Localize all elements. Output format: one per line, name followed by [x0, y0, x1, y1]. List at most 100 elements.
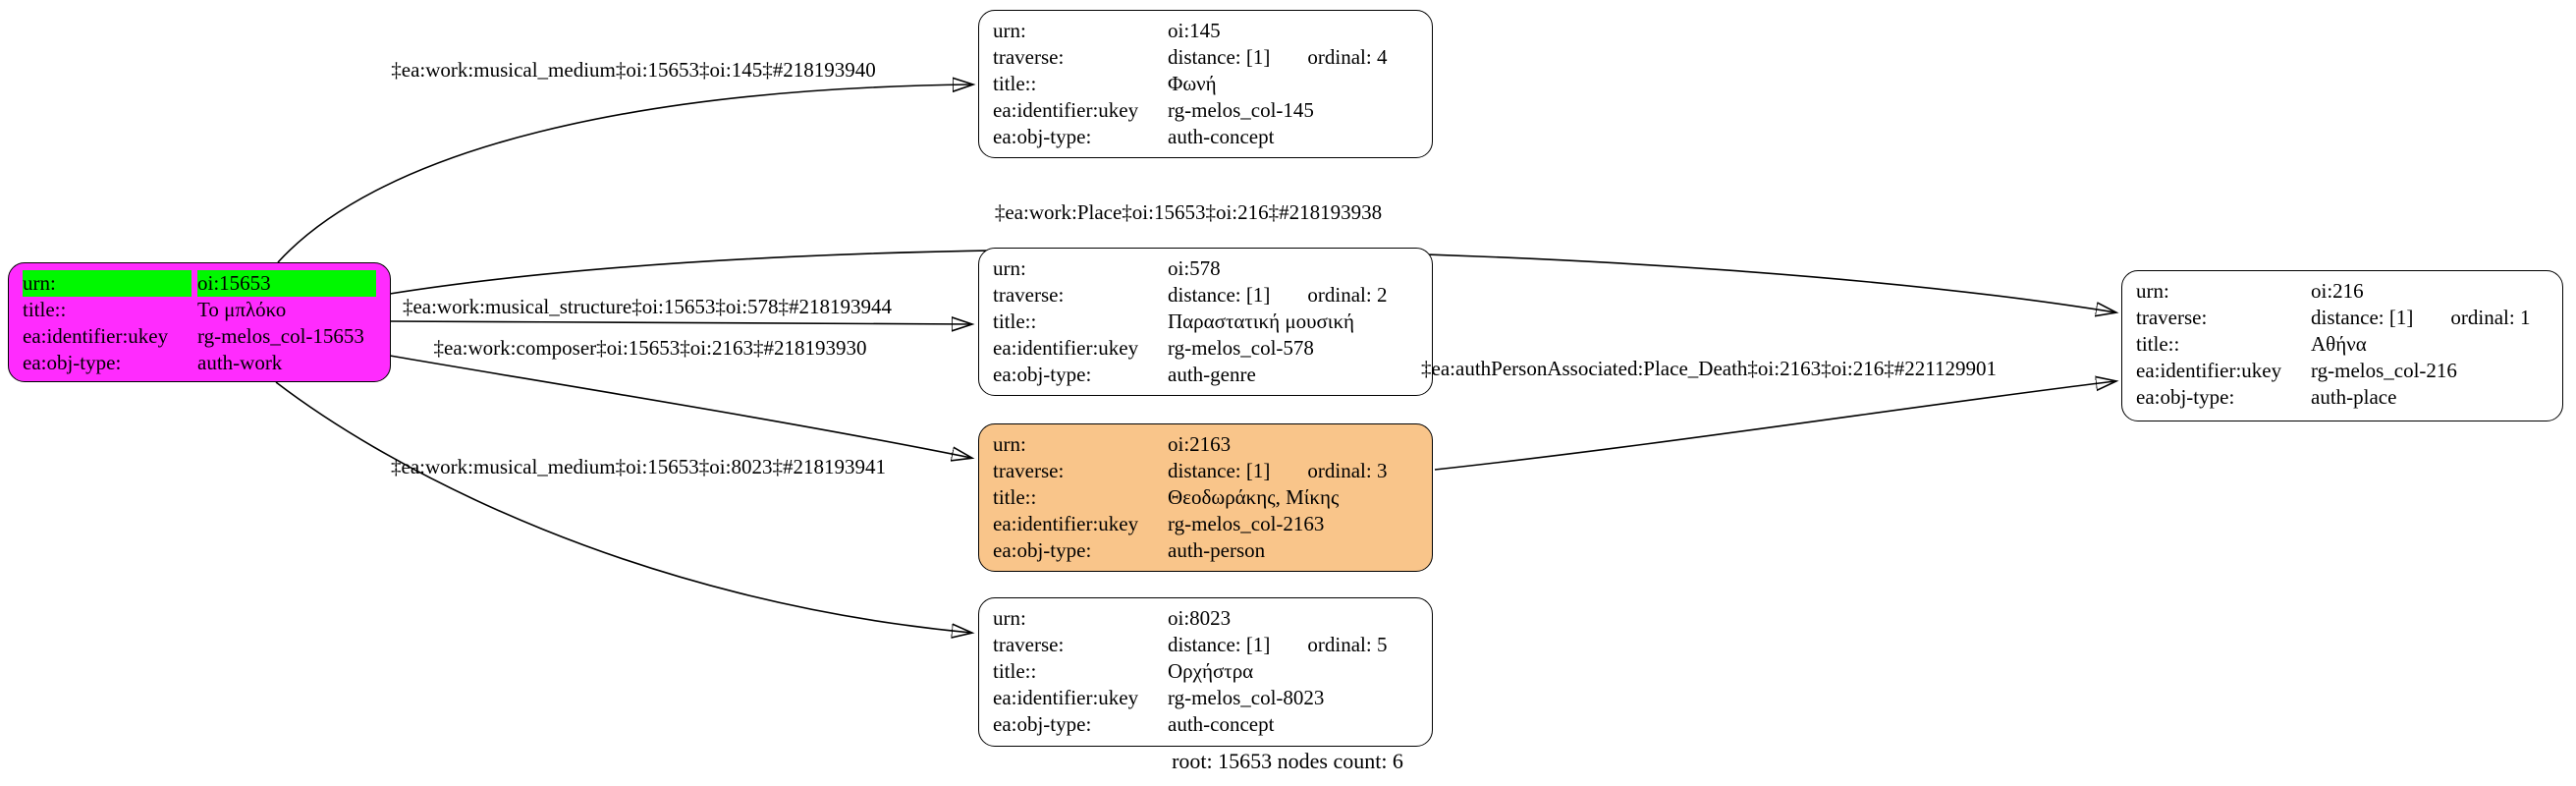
row-value: rg-melos_col-578	[1168, 336, 1314, 360]
edge-composer-2163	[389, 355, 971, 458]
row-key: ea:identifier:ukey	[993, 512, 1139, 535]
row-value: Ορχήστρα	[1168, 659, 1254, 683]
row-key: traverse:	[993, 45, 1065, 69]
node-oi-8023: urn: oi:8023 traverse: distance: [1] ord…	[978, 597, 1433, 747]
row-key: traverse:	[993, 283, 1065, 307]
node-row-objtype: ea:obj-type: auth-person	[993, 537, 1418, 564]
node-row-title: title:: Θεοδωράκης, Μίκης	[993, 484, 1418, 511]
row-value: rg-melos_col-8023	[1168, 686, 1325, 709]
row-value: auth-concept	[1168, 125, 1275, 148]
row-value-ordinal: ordinal: 3	[1307, 459, 1388, 482]
row-key: traverse:	[993, 459, 1065, 482]
row-value: distance: [1]	[1168, 459, 1271, 482]
node-row-identifier: ea:identifier:ukey rg-melos_col-15653	[23, 323, 376, 350]
node-row-identifier: ea:identifier:ukey rg-melos_col-145	[993, 97, 1418, 124]
row-key: ea:identifier:ukey	[993, 686, 1139, 709]
graph-footer-caption: root: 15653 nodes count: 6	[1172, 749, 1403, 773]
node-row-objtype: ea:obj-type: auth-concept	[993, 711, 1418, 738]
row-key: ea:obj-type:	[993, 125, 1092, 148]
edge-place-death-216	[1434, 381, 2115, 471]
node-row-identifier: ea:identifier:ukey rg-melos_col-216	[2136, 358, 2549, 384]
edge-musical-structure-578	[389, 321, 971, 324]
row-key: urn:	[993, 606, 1026, 630]
row-value: distance: [1]	[1168, 45, 1271, 69]
node-row-identifier: ea:identifier:ukey rg-melos_col-8023	[993, 685, 1418, 711]
edge-label-musical-medium-145: ‡ea:work:musical_medium‡oi:15653‡oi:145‡…	[391, 58, 876, 82]
row-key: urn:	[23, 270, 192, 297]
edge-musical-medium-145	[277, 84, 972, 263]
row-key: ea:identifier:ukey	[2136, 359, 2282, 382]
row-value: Αθήνα	[2311, 332, 2367, 356]
node-row-identifier: ea:identifier:ukey rg-melos_col-578	[993, 335, 1418, 362]
row-key: urn:	[2136, 279, 2169, 303]
row-value: oi:216	[2311, 279, 2364, 303]
row-value: distance: [1]	[1168, 283, 1271, 307]
row-value: rg-melos_col-2163	[1168, 512, 1325, 535]
row-value: auth-work	[197, 351, 283, 374]
node-oi-578: urn: oi:578 traverse: distance: [1] ordi…	[978, 248, 1433, 396]
node-row-identifier: ea:identifier:ukey rg-melos_col-2163	[993, 511, 1418, 537]
node-oi-2163: urn: oi:2163 traverse: distance: [1] ord…	[978, 423, 1433, 572]
row-value: oi:145	[1168, 19, 1221, 42]
edge-label-musical-structure-578: ‡ea:work:musical_structure‡oi:15653‡oi:5…	[402, 295, 893, 318]
row-value: oi:15653	[197, 270, 376, 297]
row-value: rg-melos_col-145	[1168, 98, 1314, 122]
node-row-urn: urn: oi:2163	[993, 431, 1418, 458]
row-key: urn:	[993, 19, 1026, 42]
node-row-objtype: ea:obj-type: auth-genre	[993, 362, 1418, 388]
row-key: title::	[2136, 332, 2180, 356]
node-row-urn: urn: oi:216	[2136, 278, 2549, 305]
row-value-ordinal: ordinal: 4	[1307, 45, 1388, 69]
row-key: traverse:	[2136, 306, 2208, 329]
row-key: ea:identifier:ukey	[993, 336, 1139, 360]
row-value: auth-genre	[1168, 363, 1256, 386]
row-value-ordinal: ordinal: 5	[1307, 633, 1388, 656]
row-key: title::	[23, 298, 67, 321]
row-key: ea:obj-type:	[2136, 385, 2235, 409]
row-key: ea:obj-type:	[993, 538, 1092, 562]
row-key: title::	[993, 485, 1037, 509]
node-row-traverse: traverse: distance: [1] ordinal: 3	[993, 458, 1418, 484]
node-row-objtype: ea:obj-type: auth-concept	[993, 124, 1418, 150]
edge-label-musical-medium-8023: ‡ea:work:musical_medium‡oi:15653‡oi:8023…	[391, 455, 886, 478]
row-key: title::	[993, 72, 1037, 95]
node-oi-15653: urn: oi:15653 title:: Το μπλόκο ea:ident…	[8, 262, 391, 382]
node-row-objtype: ea:obj-type: auth-place	[2136, 384, 2549, 411]
edge-label-place-death-216: ‡ea:authPersonAssociated:Place_Death‡oi:…	[1421, 357, 1997, 380]
node-oi-216: urn: oi:216 traverse: distance: [1] ordi…	[2121, 270, 2563, 421]
row-key: ea:identifier:ukey	[23, 324, 169, 348]
row-value: auth-person	[1168, 538, 1266, 562]
node-row-objtype: ea:obj-type: auth-work	[23, 350, 376, 376]
edge-musical-medium-8023	[275, 381, 971, 633]
row-value: Φωνή	[1168, 72, 1217, 95]
row-value: auth-concept	[1168, 712, 1275, 736]
node-row-title: title:: Το μπλόκο	[23, 297, 376, 323]
row-key: traverse:	[993, 633, 1065, 656]
row-key: ea:obj-type:	[23, 351, 122, 374]
node-row-title: title:: Ορχήστρα	[993, 658, 1418, 685]
row-value: rg-melos_col-216	[2311, 359, 2457, 382]
node-row-urn: urn: oi:8023	[993, 605, 1418, 632]
row-value: distance: [1]	[2311, 306, 2414, 329]
row-value: distance: [1]	[1168, 633, 1271, 656]
row-value: oi:578	[1168, 256, 1221, 280]
edge-label-composer-2163: ‡ea:work:composer‡oi:15653‡oi:2163‡#2181…	[433, 336, 867, 360]
row-value: auth-place	[2311, 385, 2397, 409]
node-row-traverse: traverse: distance: [1] ordinal: 4	[993, 44, 1418, 71]
node-row-traverse: traverse: distance: [1] ordinal: 1	[2136, 305, 2549, 331]
row-value: oi:2163	[1168, 432, 1232, 456]
row-value-ordinal: ordinal: 2	[1307, 283, 1388, 307]
node-row-urn: urn: oi:145	[993, 18, 1418, 44]
edge-label-place-216: ‡ea:work:Place‡oi:15653‡oi:216‡#21819393…	[994, 200, 1383, 224]
node-row-traverse: traverse: distance: [1] ordinal: 5	[993, 632, 1418, 658]
node-row-urn: urn: oi:15653	[23, 270, 376, 297]
row-key: ea:obj-type:	[993, 712, 1092, 736]
node-row-title: title:: Παραστατική μουσική	[993, 309, 1418, 335]
row-key: urn:	[993, 432, 1026, 456]
node-row-title: title:: Αθήνα	[2136, 331, 2549, 358]
row-key: ea:obj-type:	[993, 363, 1092, 386]
node-row-urn: urn: oi:578	[993, 255, 1418, 282]
row-value: oi:8023	[1168, 606, 1232, 630]
